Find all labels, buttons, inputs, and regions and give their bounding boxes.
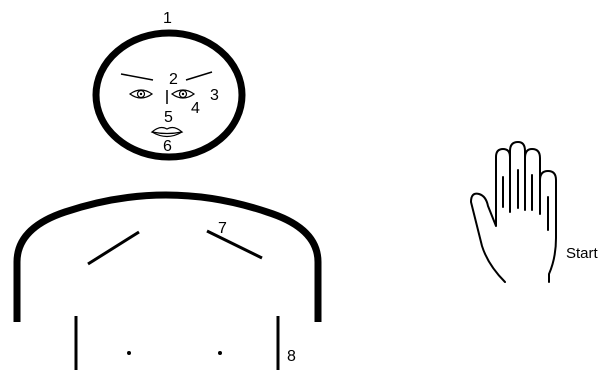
right-torso-dot xyxy=(218,351,222,355)
label-lower-torso: 8 xyxy=(287,348,296,365)
label-head: 1 xyxy=(163,10,172,27)
open-hand-icon[interactable] xyxy=(471,142,556,282)
label-shoulder-mark: 7 xyxy=(218,220,227,237)
label-brows: 2 xyxy=(169,71,178,88)
label-mouth: 6 xyxy=(163,138,172,155)
eye-icon xyxy=(130,90,152,98)
eye-icon xyxy=(172,90,194,98)
left-collar-mark xyxy=(88,232,139,264)
label-left-eye: 4 xyxy=(191,100,200,117)
label-right-eye: 3 xyxy=(210,87,219,104)
start-label: Start xyxy=(566,245,599,262)
left-torso-dot xyxy=(127,351,131,355)
label-nose: 5 xyxy=(164,109,173,126)
lips-icon xyxy=(152,128,182,137)
left-eyebrow xyxy=(121,74,153,80)
torso xyxy=(17,195,318,370)
right-collar-mark xyxy=(207,231,262,258)
right-eyebrow xyxy=(186,72,212,80)
shoulders-outline xyxy=(17,195,318,322)
